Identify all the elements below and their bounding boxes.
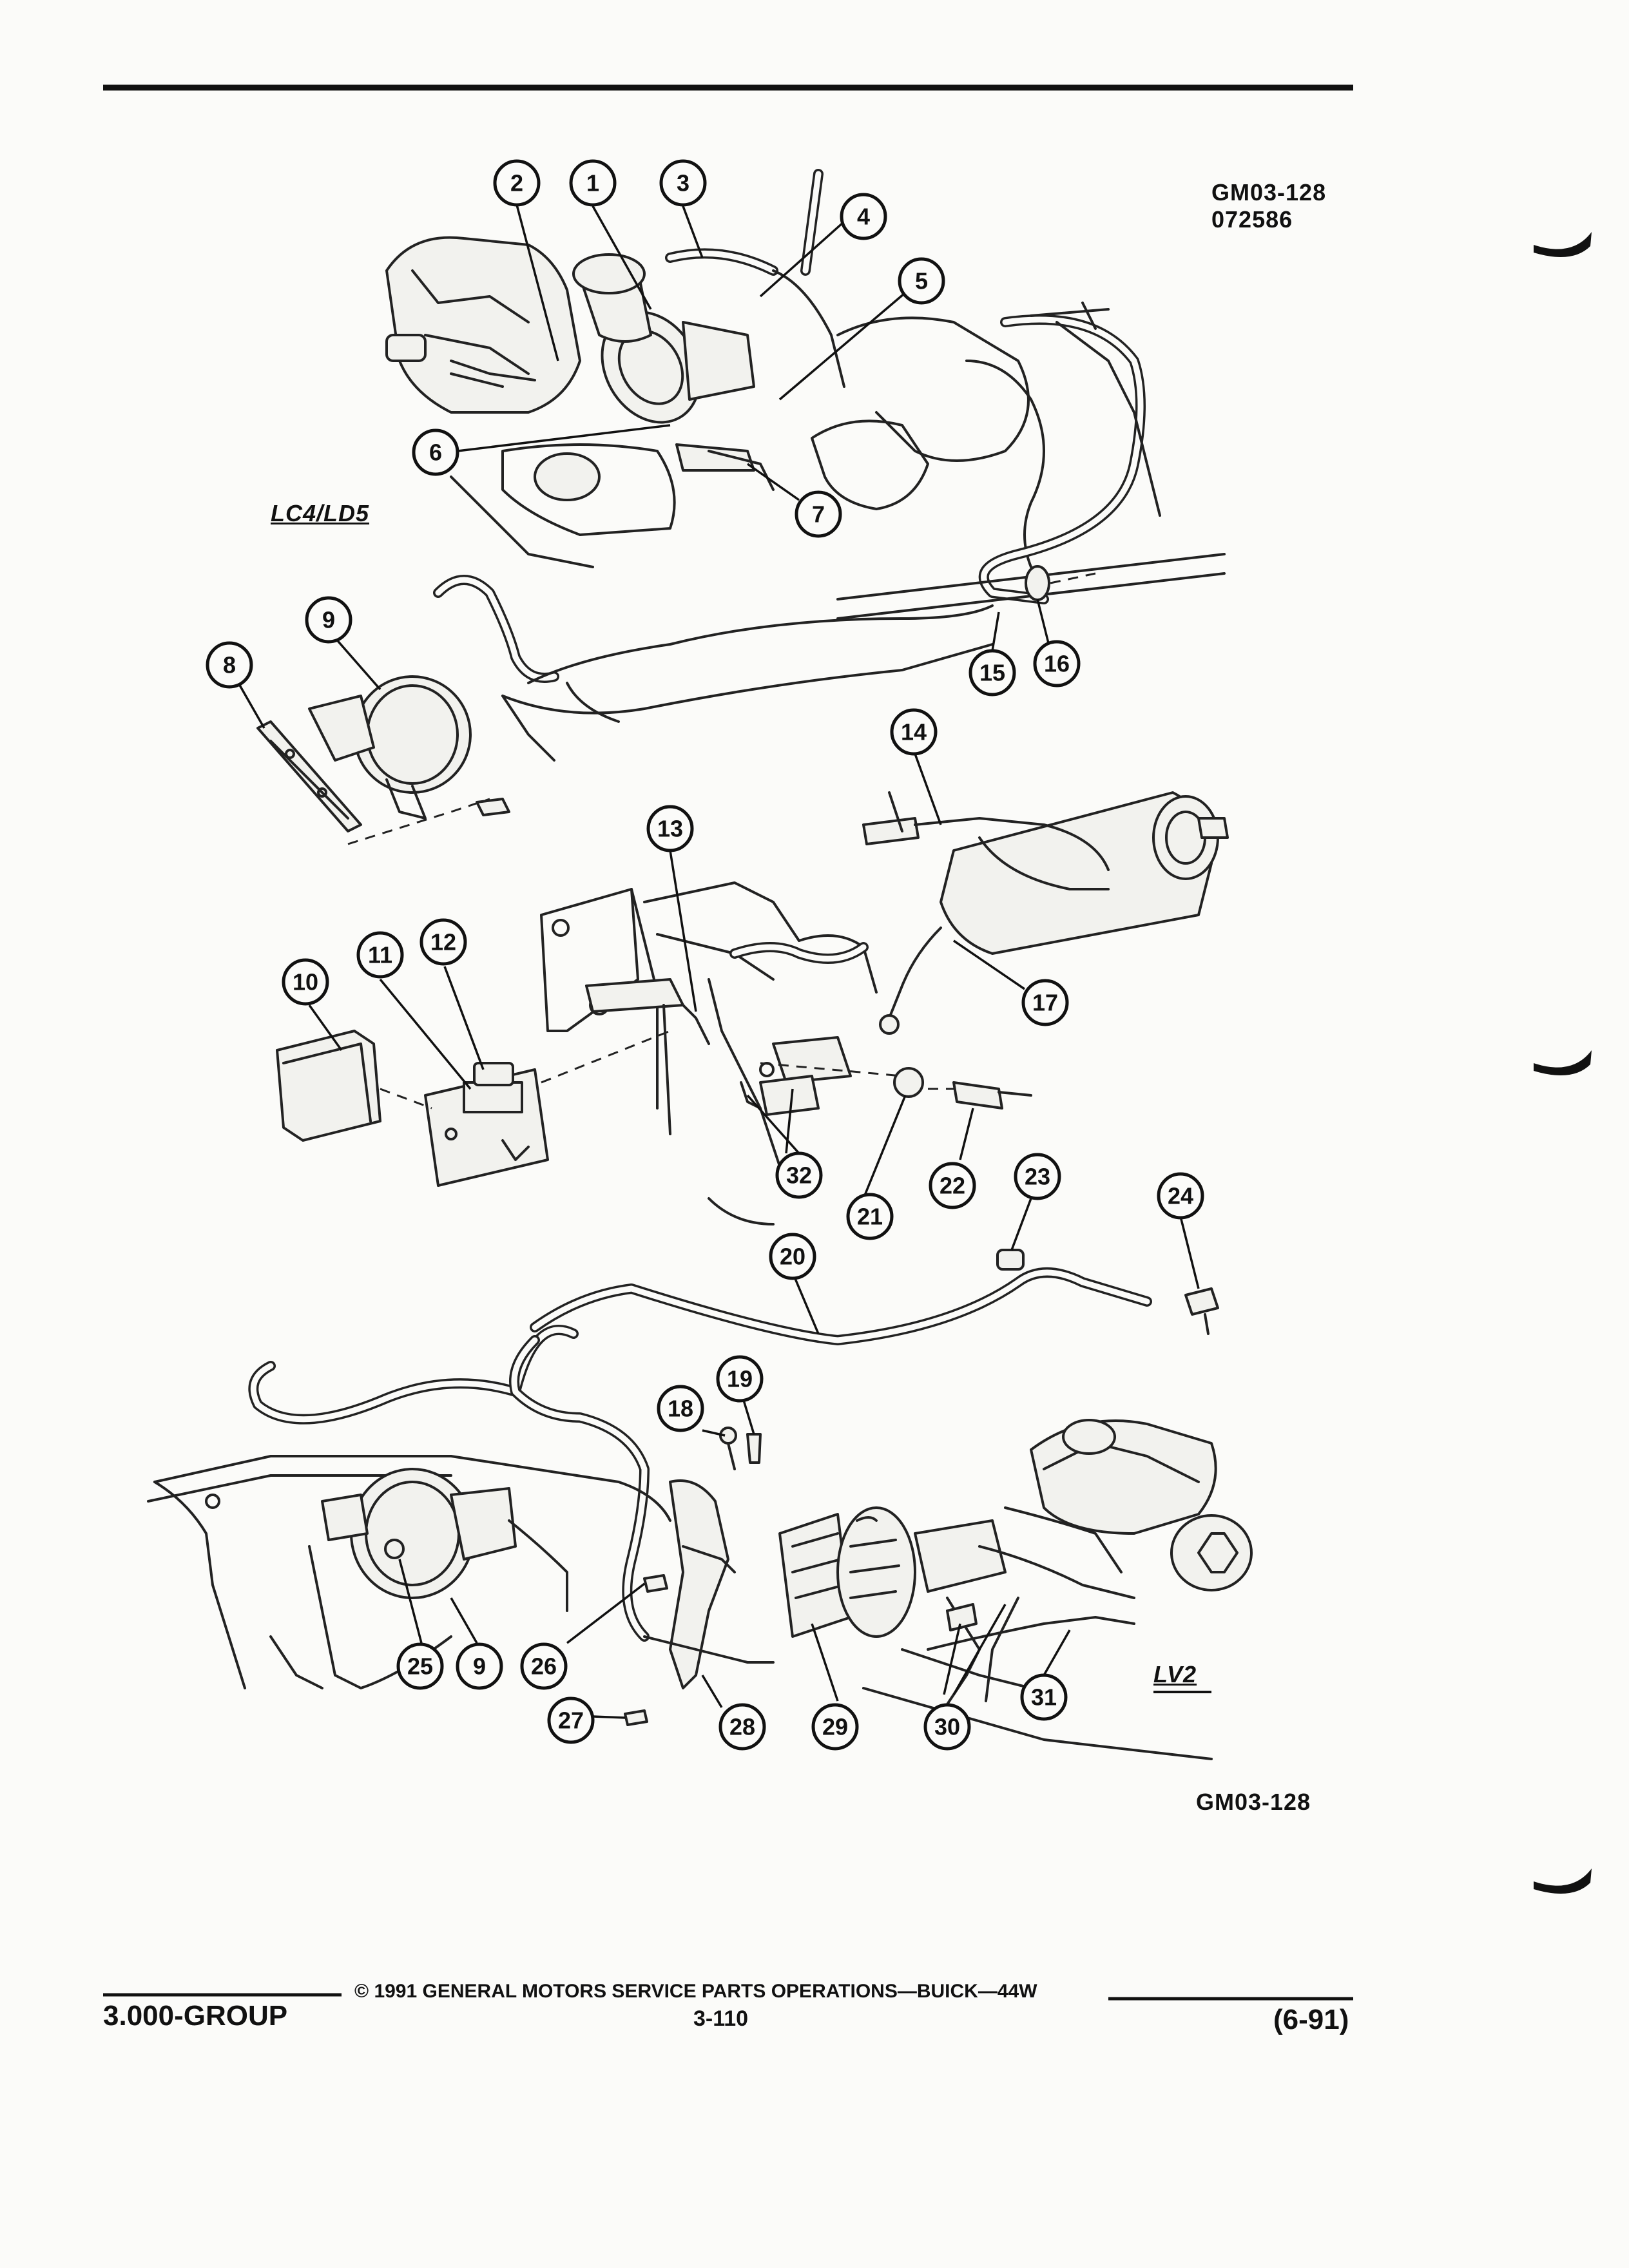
svg-text:10: 10: [293, 969, 318, 995]
svg-text:4: 4: [857, 204, 870, 230]
svg-text:23: 23: [1025, 1164, 1050, 1190]
svg-text:22: 22: [940, 1173, 965, 1199]
svg-text:25: 25: [407, 1653, 433, 1680]
callout-32: 32: [775, 1151, 823, 1199]
callout-28: 28: [718, 1703, 766, 1751]
svg-text:14: 14: [901, 719, 927, 745]
svg-text:29: 29: [822, 1714, 848, 1740]
cruise-cable-group: [862, 791, 1229, 1035]
svg-text:9: 9: [473, 1653, 486, 1680]
callout-4: 4: [840, 193, 887, 240]
callout-16: 16: [1033, 640, 1081, 687]
footer-revision: (6-91): [1273, 2004, 1349, 2035]
vacuum-hose-group: [530, 1249, 1219, 1345]
callout-22: 22: [929, 1162, 976, 1209]
callout-30: 30: [923, 1703, 971, 1751]
callouts: 1 2 3 4 5 6 7 8 9 10 11 12 13 14 15 16 1…: [206, 159, 1204, 1751]
callout-3: 3: [659, 159, 707, 207]
callout-6: 6: [412, 428, 459, 476]
figure-ref-code: GM03-128: [1211, 179, 1327, 206]
svg-text:9: 9: [322, 607, 335, 633]
svg-text:6: 6: [429, 439, 442, 466]
servo-bracket-group: [256, 575, 994, 845]
svg-text:19: 19: [727, 1366, 753, 1392]
figure-ref-date: 072586: [1211, 206, 1293, 233]
callout-2: 2: [493, 159, 541, 207]
lower-assembly: [147, 1325, 1253, 1760]
callout-29: 29: [811, 1703, 859, 1751]
leader-lines: [237, 204, 1200, 1719]
svg-text:7: 7: [812, 501, 825, 528]
callout-20: 20: [769, 1233, 816, 1280]
svg-text:15: 15: [979, 660, 1005, 686]
engine-variant-lower: LV2: [1153, 1661, 1197, 1687]
svg-text:17: 17: [1032, 990, 1058, 1016]
callout-9-upper: 9: [305, 596, 352, 644]
footer-copyright: © 1991 GENERAL MOTORS SERVICE PARTS OPER…: [354, 1981, 1037, 2002]
callout-26: 26: [520, 1642, 568, 1690]
upper-engine-assembly: [385, 169, 1226, 620]
edge-mark-3: [1534, 1869, 1592, 1894]
engine-variant-upper: LC4/LD5: [271, 500, 370, 526]
svg-text:31: 31: [1031, 1684, 1057, 1711]
edge-mark-2: [1534, 1050, 1592, 1076]
callout-27: 27: [547, 1696, 595, 1744]
svg-text:13: 13: [657, 816, 683, 842]
callout-17: 17: [1021, 979, 1069, 1026]
callout-5: 5: [898, 257, 945, 305]
svg-text:12: 12: [430, 929, 456, 956]
callout-8: 8: [206, 641, 253, 689]
callout-11: 11: [356, 931, 404, 979]
svg-text:18: 18: [668, 1396, 693, 1422]
svg-text:2: 2: [510, 170, 523, 197]
callout-18: 18: [657, 1385, 704, 1432]
figure-ref-bottom: GM03-128: [1196, 1789, 1311, 1815]
svg-text:26: 26: [531, 1653, 557, 1680]
svg-text:32: 32: [786, 1162, 812, 1189]
svg-text:3: 3: [677, 170, 689, 197]
callout-31: 31: [1020, 1673, 1068, 1721]
svg-text:28: 28: [729, 1714, 755, 1740]
callout-13: 13: [646, 805, 694, 852]
svg-text:8: 8: [223, 652, 236, 678]
svg-text:30: 30: [934, 1714, 960, 1740]
callout-12: 12: [419, 918, 467, 966]
callout-19: 19: [716, 1355, 764, 1403]
svg-text:1: 1: [586, 170, 599, 197]
callout-14: 14: [890, 708, 938, 756]
callout-25: 25: [396, 1642, 444, 1690]
svg-text:27: 27: [558, 1707, 584, 1734]
callout-24: 24: [1157, 1172, 1204, 1220]
callout-10: 10: [282, 958, 329, 1006]
svg-text:11: 11: [368, 942, 392, 968]
svg-text:16: 16: [1044, 651, 1070, 677]
callout-7: 7: [795, 490, 842, 538]
footer-group: 3.000-GROUP: [103, 2000, 288, 2032]
footer-page-number: 3-110: [693, 2006, 749, 2031]
callout-21: 21: [846, 1193, 894, 1240]
callout-9-lower: 9: [456, 1642, 503, 1690]
callout-1: 1: [569, 159, 617, 207]
svg-text:5: 5: [915, 268, 928, 294]
edge-mark-1: [1534, 232, 1592, 258]
svg-text:21: 21: [857, 1204, 883, 1230]
module-group: [276, 881, 1032, 1225]
callout-15: 15: [969, 649, 1016, 697]
svg-text:20: 20: [780, 1244, 805, 1270]
svg-text:24: 24: [1168, 1183, 1193, 1209]
callout-23: 23: [1014, 1153, 1061, 1200]
